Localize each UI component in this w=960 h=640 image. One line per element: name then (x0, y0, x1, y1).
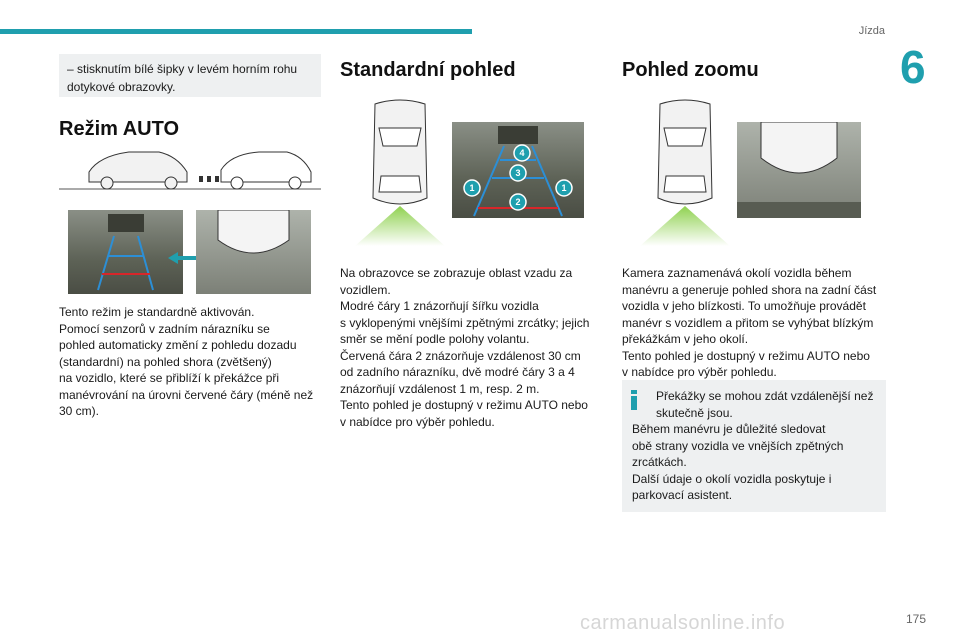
zoom-text-line: překážkám v jeho okolí. (622, 332, 749, 346)
car-right-icon (220, 151, 312, 190)
warning-info-box: Překážky se mohou zdát vzdálenější než s… (622, 380, 886, 512)
auto-text-line: Pomocí senzorů v zadním nárazníku se (59, 321, 270, 336)
info-text-line: obě strany vozidla ve vnějších zpětných (632, 438, 844, 453)
svg-text:1: 1 (561, 183, 566, 193)
standard-text-line: směr se mění podle polohy volantu. (340, 332, 530, 346)
info-text-line: parkovací asistent. (632, 488, 733, 502)
marker-2 (509, 193, 527, 211)
standard-text-line: v nabídce pro výběr pohledu. (340, 414, 495, 429)
auto-text-line: 30 cm). (59, 404, 100, 418)
car-left-icon (88, 151, 188, 190)
marker-3 (509, 164, 527, 182)
rear-camera-screen (68, 210, 183, 294)
marker-1-left (463, 179, 481, 197)
watermark: carmanualsonline.info (580, 612, 786, 634)
top-accent-bar (0, 29, 472, 34)
info-panel: Překážky se mohou zdát vzdálenější než s… (622, 380, 886, 512)
section-heading-standard: Standardní pohled (340, 59, 516, 81)
zoom-text-line: Tento pohled je dostupný v režimu AUTO n… (622, 348, 870, 363)
standard-camera-screen: 4 3 1 2 1 (452, 122, 584, 218)
auto-text-line: pohled automaticky změní z pohledu dozad… (59, 338, 297, 352)
marker-4 (513, 144, 531, 162)
svg-text:4: 4 (519, 148, 524, 158)
zoom-text-line: v nabídce pro výběr pohledu. (622, 365, 777, 379)
column-standard-view: Standardní pohled (340, 54, 596, 82)
top-zoom-camera-screen (196, 210, 311, 294)
column-auto-mode: – stisknutím bílé šipky v levém horním r… (59, 54, 321, 141)
standard-view-description: Na obrazovce se zobrazuje oblast vzadu z… (340, 265, 596, 430)
standard-text-line: s vyklopenými vnějšími zpětnými zrcátky;… (340, 315, 590, 330)
chapter-number: 6 (900, 41, 926, 93)
auto-text-line: Tento režim je standardně aktivován. (59, 305, 255, 319)
car-top-view-zoom-illustration (640, 99, 730, 246)
svg-text:3: 3 (515, 168, 520, 178)
car-top-view-illustration (355, 99, 445, 246)
section-heading-zoom: Pohled zoomu (622, 59, 759, 81)
cars-approaching-illustration (59, 151, 321, 190)
zoom-text-line: manévru a generuje pohled shora na zadní… (622, 282, 877, 297)
section-heading-auto: Režim AUTO (59, 118, 180, 140)
standard-text-line: Modré čáry 1 znázorňují šířku vozidla (340, 299, 539, 313)
auto-text-line: manévrování na úrovni červené čáry (méně… (59, 387, 314, 402)
page-number: 175 (905, 612, 926, 626)
info-icon (631, 390, 637, 410)
info-text-line: Další údaje o okolí vozidla poskytuje i (632, 471, 832, 486)
info-warning-line: skutečně jsou. (656, 405, 733, 420)
zoom-text-line: Kamera zaznamenává okolí vozidla během (622, 266, 852, 280)
info-warning-line: Překážky se mohou zdát vzdálenější než (656, 389, 874, 403)
standard-text-line: vozidlem. (340, 282, 391, 297)
info-text-line: zrcátkách. (632, 455, 687, 469)
info-text-line: Během manévru je důležité sledovat (632, 422, 826, 436)
standard-text-line: Červená čára 2 znázorňuje vzdálenost 30 … (340, 348, 581, 363)
auto-text-line: na vozidlo, které se přiblíží k překážce… (59, 371, 280, 385)
zoom-camera-screen (737, 122, 861, 218)
svg-text:1: 1 (469, 183, 474, 193)
motion-dashes-icon (199, 176, 219, 182)
svg-text:2: 2 (515, 197, 520, 207)
continuation-note: – stisknutím bílé šipky v levém horním r… (59, 54, 321, 97)
column-zoom-view: Pohled zoomu (622, 54, 886, 82)
zoom-text-line: manévr s vozidlem a přitom se vyhýbat bl… (622, 315, 874, 330)
zoom-text-line: vozidla v jeho blízkosti. To umožňuje pr… (622, 299, 866, 313)
standard-text-line: znázorňují vzdálenost 1 m, resp. 2 m. (340, 381, 540, 396)
auto-mode-description: Tento režim je standardně aktivován. Pom… (59, 304, 321, 420)
chapter-name: Jízda (858, 25, 885, 37)
standard-text-line: od zadního nárazníku, dvě modré čáry 3 a… (340, 365, 575, 379)
auto-text-line: (standardní) na pohled shora (zvětšený) (59, 354, 272, 369)
standard-text-line: Tento pohled je dostupný v režimu AUTO n… (340, 398, 588, 412)
standard-text-line: Na obrazovce se zobrazuje oblast vzadu z… (340, 266, 573, 280)
switch-view-arrow-icon (168, 252, 214, 264)
zoom-view-description: Kamera zaznamenává okolí vozidla během m… (622, 265, 886, 381)
marker-1-right (555, 179, 573, 197)
